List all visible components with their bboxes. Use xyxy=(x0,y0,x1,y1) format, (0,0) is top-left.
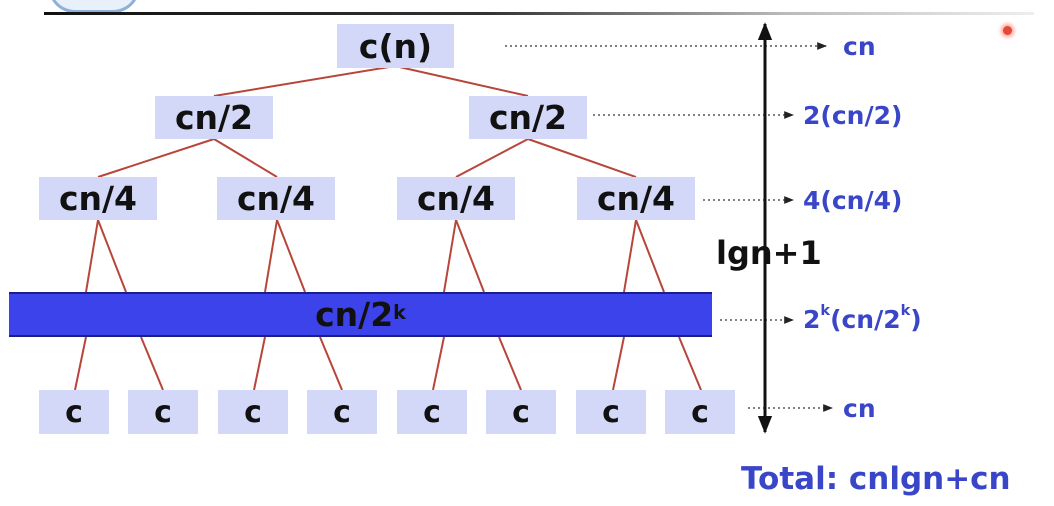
leaf-node: c xyxy=(397,390,467,434)
top-rule xyxy=(44,12,1034,15)
level1-node: cn/2 xyxy=(155,96,273,139)
leaf-node: c xyxy=(486,390,556,434)
total-cost-label: Total: cnlgn+cn xyxy=(741,461,1011,497)
level0-cost: cn xyxy=(843,32,876,61)
level1-node: cn/2 xyxy=(469,96,587,139)
leaf-node: c xyxy=(218,390,288,434)
level1-cost: 2(cn/2) xyxy=(803,101,903,130)
leaves-cost: cn xyxy=(843,394,876,423)
leaf-node: c xyxy=(576,390,646,434)
leaf-node: c xyxy=(128,390,198,434)
levelk-cost-close: ) xyxy=(910,305,922,334)
level-k-exponent: k xyxy=(393,301,406,324)
level2-node: cn/4 xyxy=(39,177,157,220)
level2-node: cn/4 xyxy=(577,177,695,220)
levelk-cost-exp2: k xyxy=(900,303,911,319)
leaf-node: c xyxy=(39,390,109,434)
laser-pointer-dot xyxy=(1003,26,1012,35)
level-k-label: cn/2 xyxy=(315,295,394,334)
leaf-node: c xyxy=(307,390,377,434)
level2-node: cn/4 xyxy=(217,177,335,220)
level2-node: cn/4 xyxy=(397,177,515,220)
leaf-node: c xyxy=(665,390,735,434)
levelk-cost: 2k(cn/2k) xyxy=(803,303,922,334)
root-node: c(n) xyxy=(337,24,454,68)
levelk-cost-exp: k xyxy=(820,303,831,319)
level2-cost: 4(cn/4) xyxy=(803,186,903,215)
levelk-cost-base: 2 xyxy=(803,305,821,334)
tree-height-label: lgn+1 xyxy=(716,234,822,272)
levelk-cost-mid: (cn/2 xyxy=(830,305,901,334)
